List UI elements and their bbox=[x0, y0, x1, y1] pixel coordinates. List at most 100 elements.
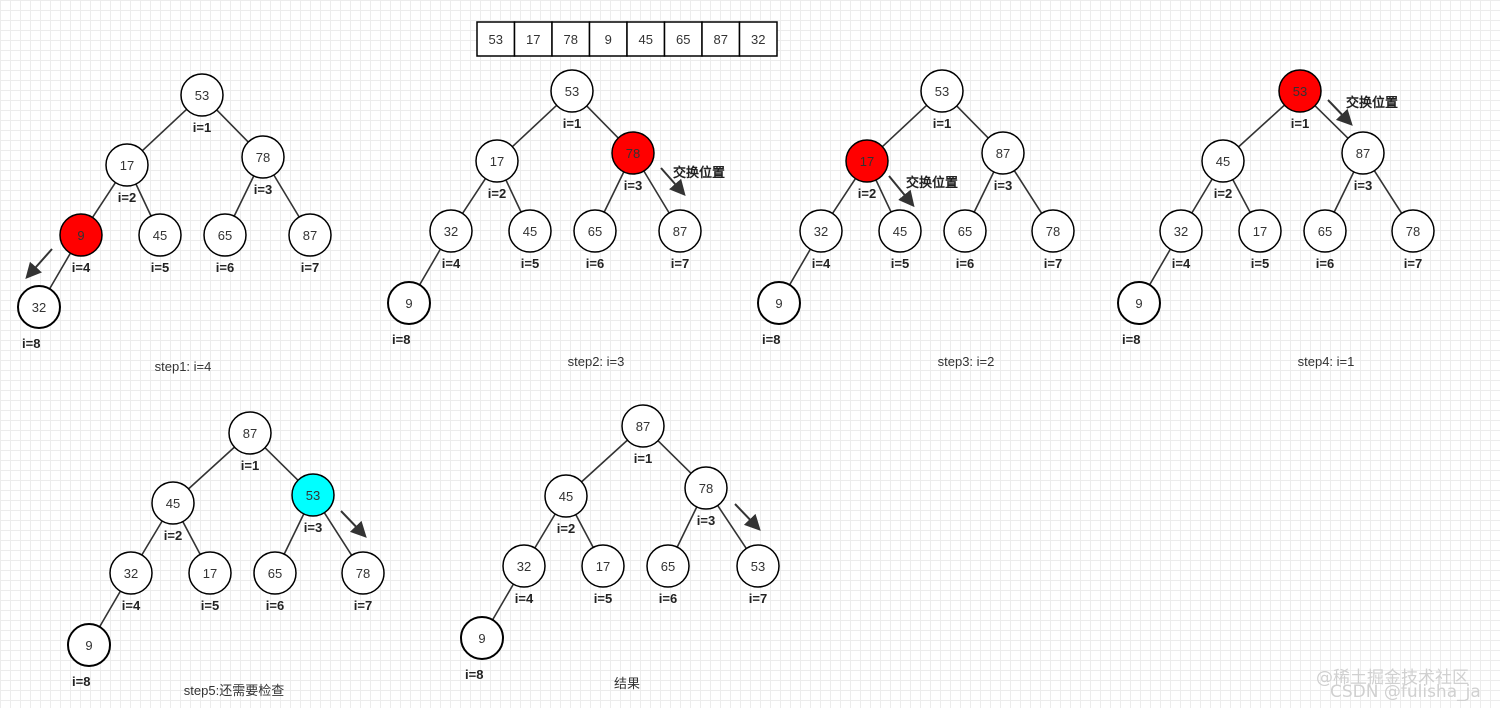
node-circle bbox=[684, 466, 728, 510]
node-circle bbox=[138, 213, 182, 257]
node-circle bbox=[757, 281, 801, 325]
node-index-label: i=3 bbox=[994, 178, 1012, 193]
heap-node: 32i=4 bbox=[799, 209, 843, 271]
heap-trees: 53i=117i=278i=39i=445i=565i=687i=732i=8s… bbox=[17, 69, 1435, 698]
node-value: 87 bbox=[1356, 146, 1370, 161]
node-index-label: i=6 bbox=[1316, 256, 1334, 271]
node-value: 78 bbox=[356, 566, 370, 581]
array-cell: 87 bbox=[701, 21, 741, 57]
watermark: @稀土掘金技术社区 CSDN @fulisha_ja bbox=[1316, 668, 1481, 702]
array-cell: 53 bbox=[476, 21, 516, 57]
node-circle bbox=[1341, 131, 1385, 175]
heap-node: 65i=6 bbox=[203, 213, 247, 275]
swap-arrow bbox=[888, 175, 915, 208]
node-index-label: i=4 bbox=[515, 591, 534, 606]
heap-node: 65i=6 bbox=[646, 544, 690, 606]
node-circle bbox=[550, 69, 594, 113]
node-index-label: i=7 bbox=[749, 591, 767, 606]
heap-node: 45i=5 bbox=[508, 209, 552, 271]
tree-edge bbox=[875, 179, 892, 213]
node-circle bbox=[621, 404, 665, 448]
tree-edge bbox=[98, 590, 122, 628]
tree-edge bbox=[1191, 178, 1213, 214]
heap-node: 87i=1 bbox=[228, 411, 272, 473]
node-circle bbox=[188, 551, 232, 595]
node-value: 32 bbox=[517, 559, 531, 574]
array-cell: 9 bbox=[588, 21, 628, 57]
array-cell-value: 78 bbox=[564, 32, 578, 47]
tree-edge bbox=[273, 174, 300, 218]
array-cell: 78 bbox=[551, 21, 591, 57]
array-cell: 65 bbox=[663, 21, 703, 57]
node-circle bbox=[203, 213, 247, 257]
node-index-label: i=5 bbox=[1251, 256, 1269, 271]
array-cell-value: 17 bbox=[526, 32, 540, 47]
node-circle bbox=[109, 551, 153, 595]
node-index-label: i=8 bbox=[465, 667, 483, 682]
node-circle bbox=[429, 209, 473, 253]
node-value: 17 bbox=[490, 154, 504, 169]
heap-tree-3: 53i=117i=287i=332i=445i=565i=678i=79i=8交… bbox=[757, 69, 1075, 369]
tree-edge bbox=[603, 171, 625, 213]
node-index-label: i=4 bbox=[812, 256, 831, 271]
node-index-label: i=3 bbox=[254, 182, 272, 197]
heap-node: 45i=2 bbox=[1201, 139, 1245, 201]
node-index-label: i=5 bbox=[891, 256, 909, 271]
node-index-label: i=2 bbox=[118, 190, 136, 205]
tree-edge bbox=[956, 105, 989, 139]
node-index-label: i=2 bbox=[1214, 186, 1232, 201]
node-index-label: i=8 bbox=[72, 674, 90, 689]
node-circle bbox=[59, 213, 103, 257]
heap-node: 87i=3 bbox=[1341, 131, 1385, 193]
node-value: 9 bbox=[405, 296, 412, 311]
heap-node: 87i=1 bbox=[621, 404, 665, 466]
node-index-label: i=5 bbox=[594, 591, 612, 606]
array-cell: 32 bbox=[738, 21, 778, 57]
tree-edge bbox=[575, 514, 594, 548]
node-circle bbox=[799, 209, 843, 253]
node-index-label: i=5 bbox=[201, 598, 219, 613]
heap-node: 9i=8 bbox=[67, 623, 111, 689]
tree-edge bbox=[676, 506, 698, 548]
tree-edge bbox=[505, 179, 522, 213]
node-index-label: i=3 bbox=[624, 178, 642, 193]
node-index-label: i=2 bbox=[557, 521, 575, 536]
node-circle bbox=[502, 544, 546, 588]
heap-node: 53 i=1 bbox=[920, 69, 964, 131]
heap-node: 17i=5 bbox=[581, 544, 625, 606]
node-value: 78 bbox=[626, 146, 640, 161]
heap-node: 78i=3 bbox=[684, 466, 728, 528]
step-caption: 结果 bbox=[614, 676, 640, 691]
node-value: 53 bbox=[935, 84, 949, 99]
node-value: 78 bbox=[699, 481, 713, 496]
tree-edge bbox=[657, 440, 692, 474]
node-circle bbox=[581, 544, 625, 588]
heap-node: 9i=8 bbox=[757, 281, 801, 347]
node-circle bbox=[1159, 209, 1203, 253]
node-index-label: i=1 bbox=[933, 116, 951, 131]
node-index-label: i=6 bbox=[956, 256, 974, 271]
tree-edge bbox=[91, 182, 117, 218]
heap-node: 45i=5 bbox=[138, 213, 182, 275]
node-value: 65 bbox=[958, 224, 972, 239]
step-caption: step2: i=3 bbox=[568, 354, 625, 369]
heap-node: 78i=3 bbox=[241, 135, 285, 197]
heap-node: 53i=3 bbox=[291, 473, 335, 535]
node-value: 53 bbox=[306, 488, 320, 503]
heap-node: 9i=4 bbox=[59, 213, 103, 275]
node-index-label: i=2 bbox=[858, 186, 876, 201]
tree-edge bbox=[1232, 179, 1251, 213]
node-circle bbox=[508, 209, 552, 253]
heap-node: 53i=1 bbox=[180, 73, 224, 135]
node-value: 32 bbox=[124, 566, 138, 581]
node-value: 53 bbox=[1293, 84, 1307, 99]
step-caption: step4: i=1 bbox=[1298, 354, 1355, 369]
heap-tree-6: 87i=145i=278i=332i=417i=565i=653i=79i=8结… bbox=[460, 404, 780, 691]
node-circle bbox=[341, 551, 385, 595]
tree-edge bbox=[511, 104, 558, 148]
heap-tree-1: 53i=117i=278i=39i=445i=565i=687i=732i=8s… bbox=[17, 73, 332, 374]
tree-edge bbox=[1013, 170, 1043, 214]
heap-node: 9i=8 bbox=[1117, 281, 1161, 347]
